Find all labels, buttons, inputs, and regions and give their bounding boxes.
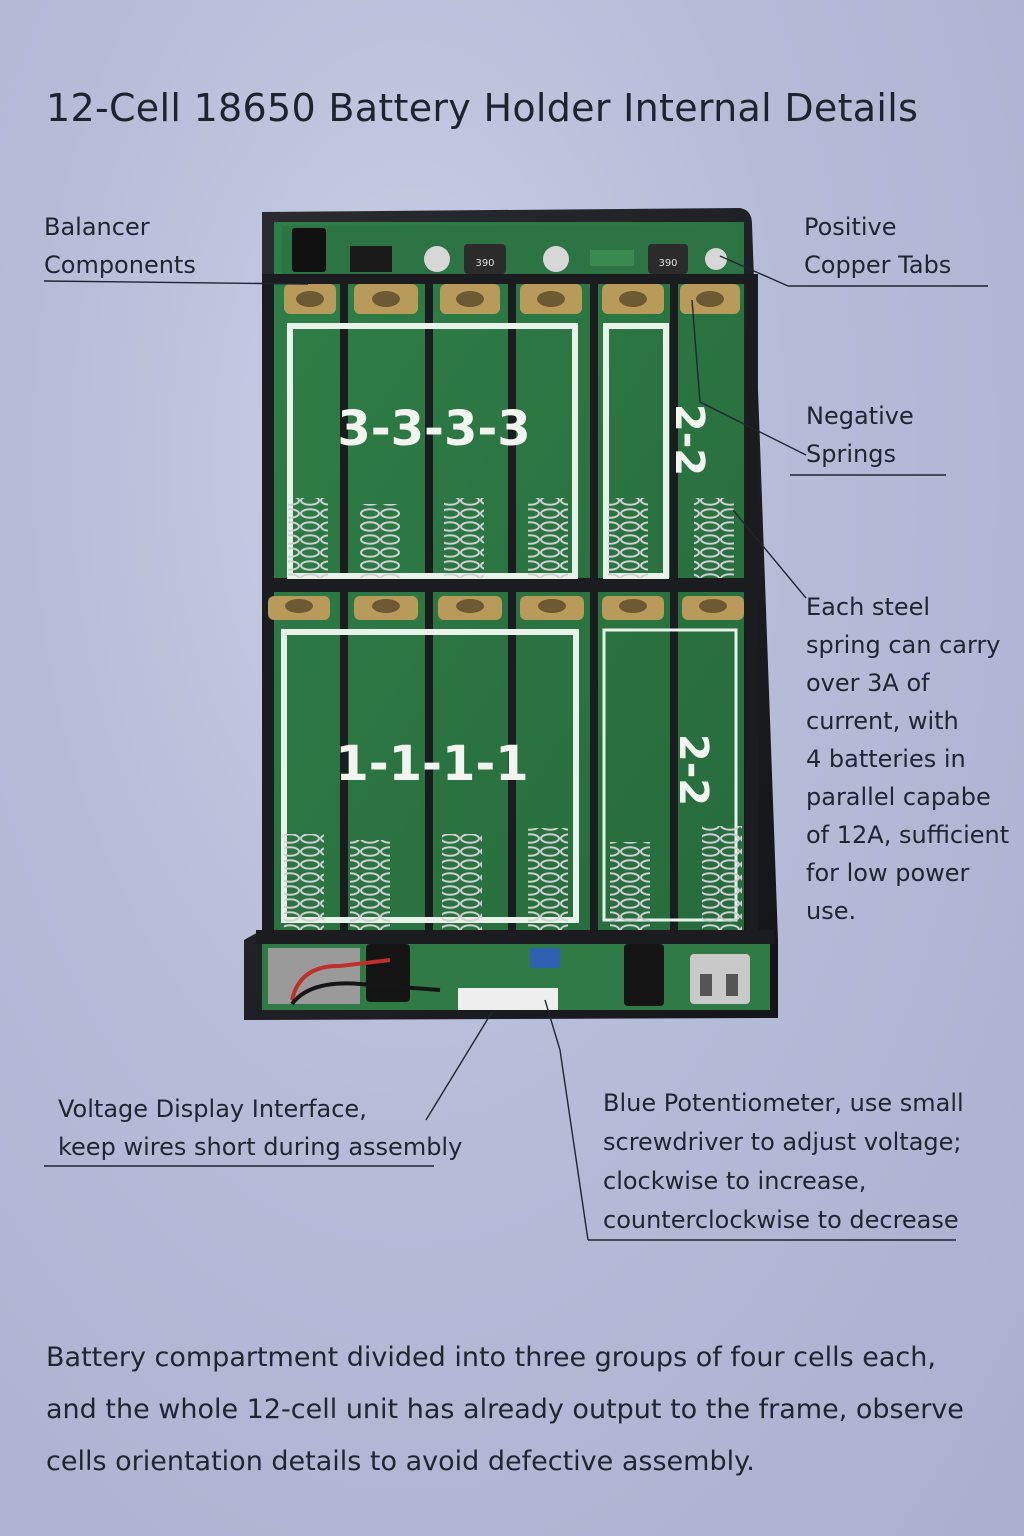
inductor-label-left: 390 (475, 258, 494, 269)
callout-pot-line1: Blue Potentiometer, use small (603, 1089, 964, 1117)
bottom-note-line2: and the whole 12-cell unit has already o… (46, 1394, 964, 1425)
callout-potentiometer: Blue Potentiometer, use small screwdrive… (603, 1084, 964, 1240)
callout-positive-tabs: Positive Copper Tabs (804, 208, 951, 284)
callout-steel-line2: spring can carry (806, 631, 1001, 659)
leader-lines (43, 255, 988, 1241)
callout-negative-line2: Springs (806, 440, 896, 468)
negative-springs-bottom (284, 826, 742, 930)
callout-steel-line5: 4 batteries in (806, 745, 966, 773)
positive-tabs-middle (268, 596, 744, 620)
top-component-strip: 390 390 (282, 226, 738, 274)
callout-balancer-line2: Components (44, 251, 196, 279)
callout-steel-line8: for low power (806, 859, 970, 887)
callout-voltage-line2: keep wires short during assembly (58, 1133, 463, 1161)
callout-steel-line6: parallel capabe (806, 783, 991, 811)
callout-positive-line2: Copper Tabs (804, 251, 952, 279)
bottom-note-line1: Battery compartment divided into three g… (46, 1342, 936, 1373)
positive-tabs-top (284, 284, 740, 314)
callout-voltage-line1: Voltage Display Interface, (58, 1095, 367, 1123)
callout-pot-line4: counterclockwise to decrease (603, 1206, 959, 1234)
group-marking-right-bottom: 2-2 (670, 734, 716, 806)
callout-negative-line1: Negative (806, 402, 914, 430)
page-title: 12-Cell 18650 Battery Holder Internal De… (46, 86, 919, 130)
callout-balancer: Balancer Components (44, 208, 196, 284)
blue-potentiometer (530, 948, 560, 968)
callout-steel-line9: use. (806, 897, 857, 925)
callout-negative-springs: Negative Springs (806, 397, 914, 473)
callout-steel-line3: over 3A of (806, 669, 930, 697)
callout-voltage-display: Voltage Display Interface, keep wires sh… (58, 1090, 462, 1166)
group-marking-top: 3-3-3-3 (337, 401, 530, 457)
callout-pot-line2: screwdriver to adjust voltage; (603, 1128, 962, 1156)
negative-springs-top (288, 498, 734, 578)
callout-steel-line1: Each steel (806, 593, 931, 621)
callout-steel-line4: current, with (806, 707, 959, 735)
callout-positive-line1: Positive (804, 213, 897, 241)
cell-dividers (262, 274, 758, 934)
bottom-note-line3: cells orientation details to avoid defec… (46, 1446, 755, 1477)
group-marking-bottom: 1-1-1-1 (335, 736, 528, 792)
bottom-note: Battery compartment divided into three g… (46, 1332, 1021, 1488)
bottom-control-strip (262, 944, 770, 1010)
inductor-label-right: 390 (658, 258, 677, 269)
callout-pot-line3: clockwise to increase, (603, 1167, 867, 1195)
callout-balancer-line1: Balancer (44, 213, 150, 241)
callout-steel-line7: of 12A, sufficient (806, 821, 1010, 849)
callout-steel-spring: Each steel spring can carry over 3A of c… (806, 588, 1009, 930)
group-marking-right-top: 2-2 (666, 404, 712, 476)
